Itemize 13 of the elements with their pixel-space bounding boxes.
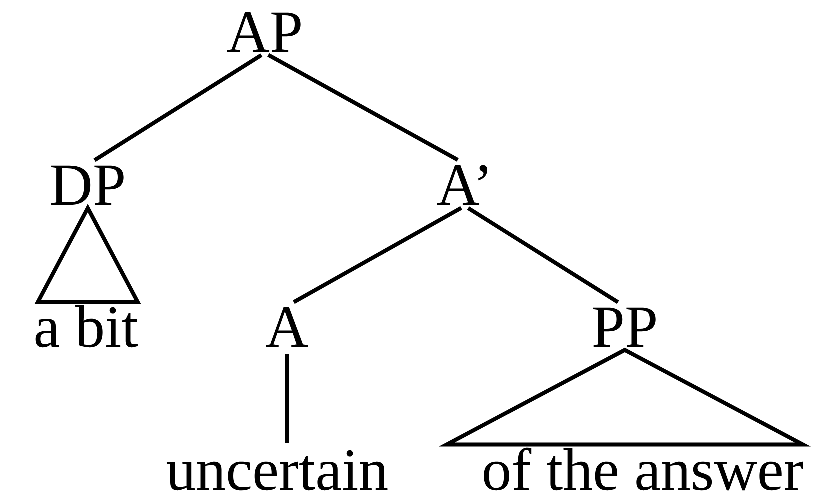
- branch-line: [293, 206, 462, 304]
- category-label: A’: [437, 165, 488, 205]
- branch-line: [94, 54, 263, 162]
- category-label: of the answer: [484, 448, 804, 491]
- category-label: A: [266, 308, 308, 347]
- branch-line: [467, 206, 620, 304]
- branch-line: [268, 53, 459, 162]
- category-label: DP: [52, 166, 124, 206]
- category-label: uncertain: [167, 450, 388, 491]
- category-label: a bit: [36, 306, 138, 348]
- branch-line: [285, 354, 289, 444]
- category-label: AP: [227, 12, 301, 52]
- category-label: PP: [593, 308, 656, 347]
